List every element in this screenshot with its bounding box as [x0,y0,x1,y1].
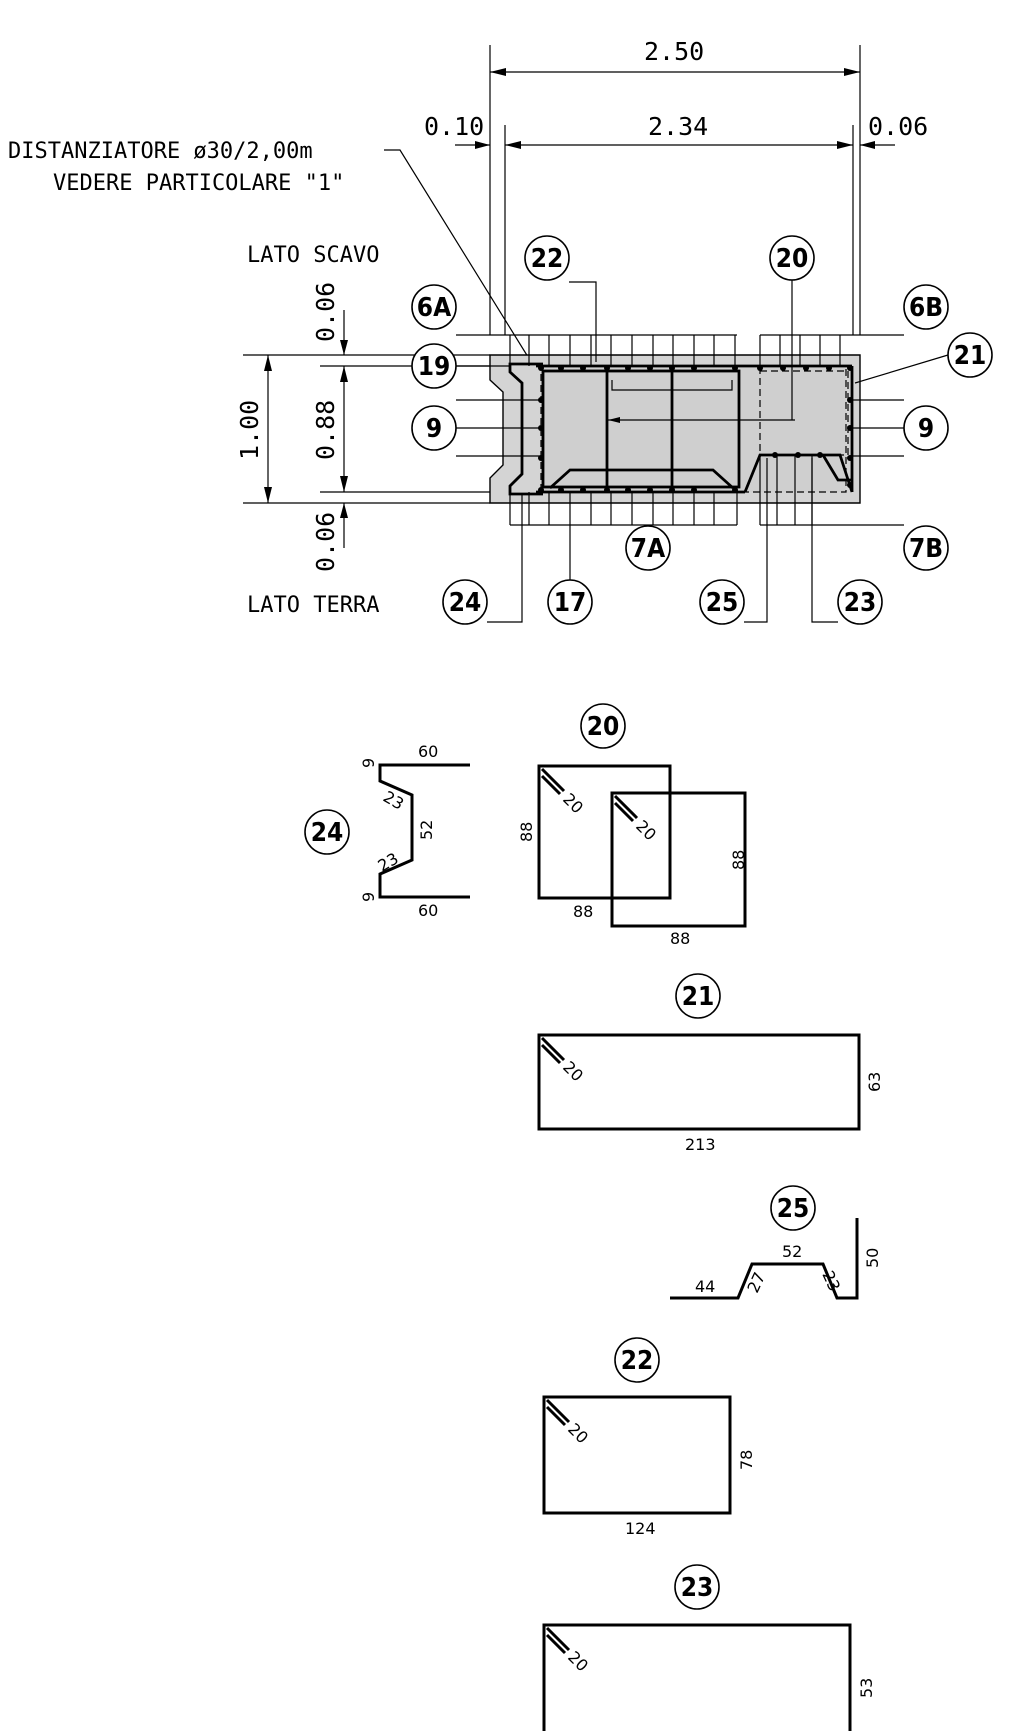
schedule-20: 20 20 20 88 88 88 88 [517,703,748,948]
s20-b-hook: 20 [632,816,660,844]
mark-17: 17 [554,588,587,618]
s24-web: 52 [417,820,436,840]
s21-right: 63 [865,1072,884,1092]
mark-20: 20 [776,244,809,274]
mark-21: 21 [954,341,987,371]
inner-height-label: 0.88 [311,400,340,460]
bottom-cover-label: 0.06 [311,512,340,572]
total-height-label: 1.00 [235,400,264,460]
schedule-23: 23 20 53 [542,1564,876,1731]
mark-23: 23 [844,588,877,618]
mark-9-right: 9 [918,414,934,444]
s25-right: 50 [863,1248,882,1268]
mark-25: 25 [706,588,739,618]
s24-bottom: 60 [418,901,438,920]
schedule-20-mark: 20 [587,712,620,742]
s20-b-right: 88 [729,850,748,870]
s22-bottom: 124 [625,1519,656,1538]
spacer-note-line2: VEDERE PARTICOLARE "1" [53,171,344,196]
schedule-24-mark: 24 [311,818,344,848]
schedule-22: 22 20 78 124 [542,1337,756,1538]
s20-a-hook: 20 [559,789,587,817]
right-cover-label: 0.06 [868,112,928,141]
dimension-total-width: 2.50 [489,37,861,335]
s22-right: 78 [737,1450,756,1470]
s25-left: 44 [695,1277,715,1296]
mark-22: 22 [531,244,564,274]
cross-section [489,334,861,526]
s21-hook: 20 [559,1057,587,1085]
mark-7A: 7A [631,534,665,564]
lato-terra-label: LATO TERRA [247,593,379,618]
spacer-note-line1: DISTANZIATORE ø30/2,00m [8,139,313,164]
section-marks: 22 20 6A 6B 21 19 9 9 7A [411,235,993,625]
mark-6A: 6A [417,293,451,323]
inner-width-label: 2.34 [648,112,708,141]
schedule-22-mark: 22 [621,1346,654,1376]
s21-bottom: 213 [685,1135,716,1154]
s24-top: 60 [418,742,438,761]
s25-top: 52 [782,1242,802,1261]
s23-right: 53 [857,1678,876,1698]
top-cover-label: 0.06 [311,282,340,342]
dimension-heights: 1.00 0.88 0.06 0.06 [235,282,490,572]
schedule-21-mark: 21 [682,982,715,1012]
s20-a-left: 88 [517,822,536,842]
mark-6B: 6B [909,293,943,323]
mark-24: 24 [449,588,482,618]
s23-hook: 20 [564,1647,592,1675]
note-leader [384,149,534,366]
s24-left-top: 9 [359,758,378,768]
mark-19: 19 [418,352,451,382]
s20-b-bottom: 88 [670,929,690,948]
left-cover-label: 0.10 [424,112,484,141]
s24-slope-bottom: 23 [375,849,402,876]
s20-a-bottom: 88 [573,902,593,921]
schedule-21: 21 20 63 213 [537,973,884,1154]
s24-left-bottom: 9 [359,892,378,902]
schedule-25: 25 44 27 52 23 50 [670,1185,882,1300]
dimension-inner-width: 2.34 0.10 0.06 [424,112,928,335]
schedule-24: 24 60 60 9 9 23 23 52 [304,742,470,920]
mark-7B: 7B [909,534,943,564]
mark-9-left: 9 [426,414,442,444]
s22-hook: 20 [564,1419,592,1447]
s25-slope-right: 23 [818,1268,844,1294]
schedule-23-mark: 23 [681,1573,714,1603]
schedule-25-mark: 25 [777,1194,810,1224]
lato-scavo-label: LATO SCAVO [247,243,379,268]
total-width-label: 2.50 [644,37,704,66]
